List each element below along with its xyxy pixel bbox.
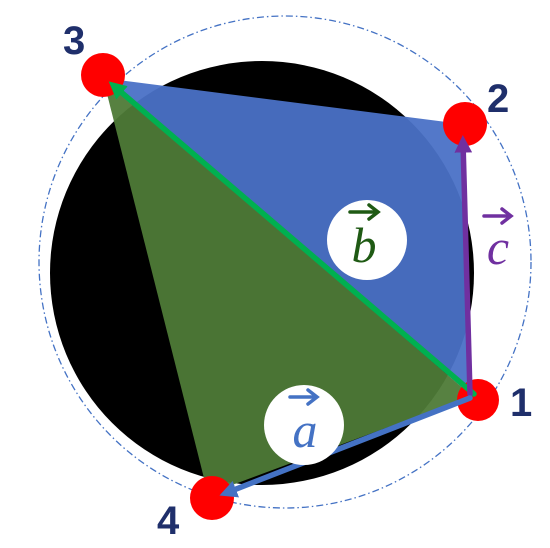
outer-circle bbox=[38, 15, 532, 509]
point-label-2: 2 bbox=[487, 77, 509, 121]
vector-c-label: c bbox=[482, 207, 514, 275]
point-label-3: 3 bbox=[63, 19, 85, 63]
point-label-1: 1 bbox=[510, 381, 532, 425]
point-label-4: 4 bbox=[157, 499, 180, 543]
vector-b-arrow bbox=[108, 81, 477, 397]
vector-b-letter: b bbox=[352, 217, 377, 273]
vector-b-arrow-accent bbox=[348, 203, 381, 221]
vector-a-arrow-accent bbox=[288, 388, 320, 406]
point-marker-2 bbox=[443, 102, 487, 146]
point-marker-4 bbox=[190, 476, 234, 520]
lower-triangle bbox=[103, 78, 472, 494]
vector-b-label: b bbox=[327, 200, 407, 280]
vector-a-letter: a bbox=[293, 402, 318, 458]
vector-c-arrow bbox=[454, 134, 473, 397]
vector-a-label: a bbox=[264, 385, 344, 465]
vector-c-arrow-accent bbox=[482, 207, 514, 225]
vector-c-letter: c bbox=[487, 219, 509, 275]
vector-a-arrow bbox=[219, 395, 473, 498]
